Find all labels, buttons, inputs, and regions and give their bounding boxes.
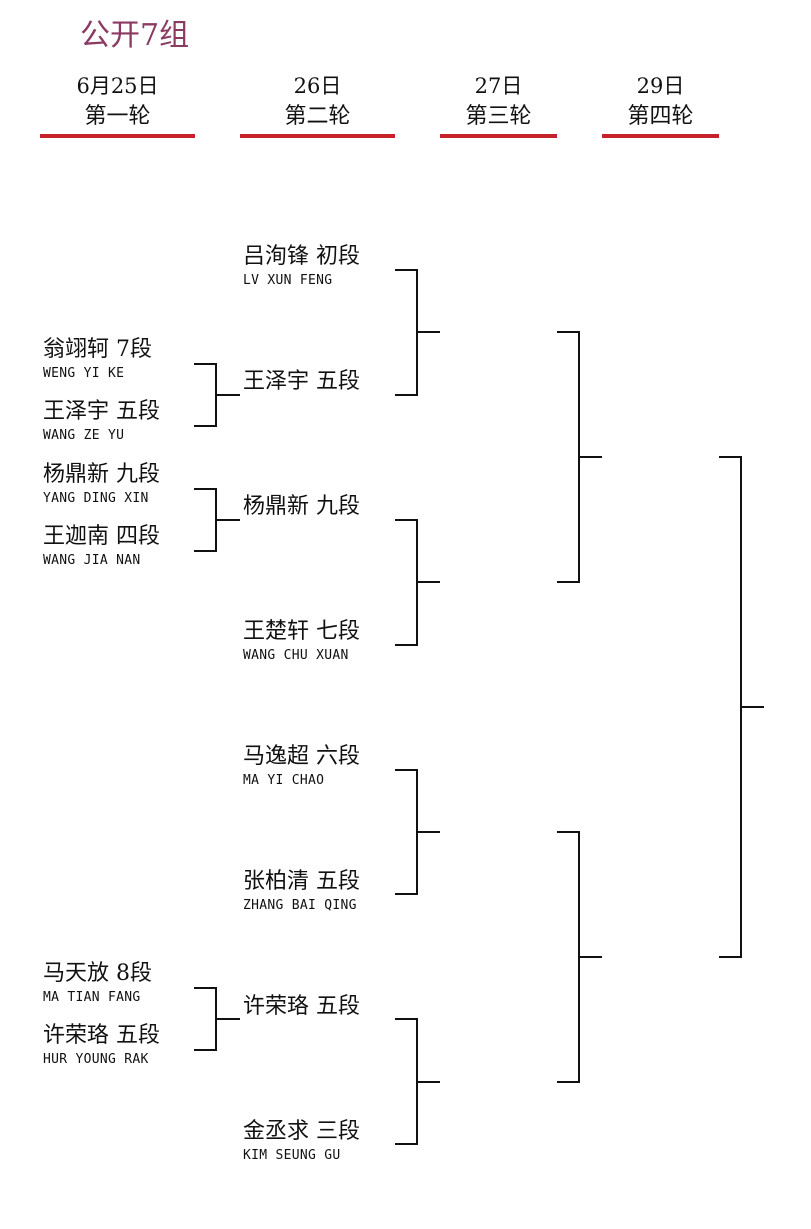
page-title: 公开7组 <box>80 18 190 53</box>
bracket-line <box>557 331 580 583</box>
round2-player: 王泽宇 五段 <box>243 367 360 397</box>
round-name: 第四轮 <box>627 104 694 129</box>
round1-player: 翁翊轲 7段 WENG YI KE <box>43 335 152 383</box>
round-name: 第二轮 <box>284 104 351 129</box>
player-name: 杨鼎新 九段 <box>243 494 360 519</box>
player-romanized-name: WANG CHU XUAN <box>243 648 349 663</box>
round2-player: 吕洵锋 初段 LV XUN FENG <box>243 242 360 290</box>
round2-player: 杨鼎新 九段 <box>243 492 360 522</box>
player-romanized-name: YANG DING XIN <box>43 491 149 506</box>
round-underline <box>602 134 719 138</box>
player-name: 马逸超 六段 <box>243 744 360 769</box>
bracket-line <box>395 769 418 895</box>
round-date: 27日 <box>474 74 523 98</box>
bracket-line <box>719 456 742 958</box>
player-name: 王楚轩 七段 <box>243 619 360 644</box>
round-header-2: 26日 第二轮 <box>240 72 395 138</box>
round2-player: 张柏清 五段 ZHANG BAI QING <box>243 867 360 915</box>
round1-player: 杨鼎新 九段 YANG DING XIN <box>43 460 160 508</box>
player-name: 张柏清 五段 <box>243 869 360 894</box>
player-name: 杨鼎新 九段 <box>43 462 160 487</box>
player-romanized-name: KIM SEUNG GU <box>243 1148 341 1163</box>
bracket-line <box>395 519 418 646</box>
player-romanized-name: MA TIAN FANG <box>43 990 141 1005</box>
player-romanized-name: MA YI CHAO <box>243 773 325 788</box>
round-date: 26日 <box>293 74 342 98</box>
round1-player: 许荣珞 五段 HUR YOUNG RAK <box>43 1021 160 1069</box>
player-romanized-name: WANG JIA NAN <box>43 553 141 568</box>
round2-player: 许荣珞 五段 <box>243 992 360 1022</box>
bracket-line <box>557 831 580 1083</box>
player-name: 金丞求 三段 <box>243 1119 360 1144</box>
player-name: 吕洵锋 初段 <box>243 244 360 269</box>
player-name: 王泽宇 五段 <box>243 369 360 394</box>
round1-player: 王泽宇 五段 WANG ZE YU <box>43 397 160 445</box>
round-header-1: 6月25日 第一轮 <box>40 72 195 138</box>
bracket-line <box>395 1018 418 1145</box>
round2-player: 金丞求 三段 KIM SEUNG GU <box>243 1117 360 1165</box>
round1-player: 马天放 8段 MA TIAN FANG <box>43 959 152 1007</box>
player-name: 马天放 8段 <box>43 961 152 986</box>
round-underline <box>40 134 195 138</box>
round-underline <box>240 134 395 138</box>
bracket-line <box>194 987 217 1051</box>
round-header-3: 27日 第三轮 <box>440 72 557 138</box>
round-name: 第一轮 <box>84 104 151 129</box>
bracket-line <box>194 363 217 427</box>
player-romanized-name: LV XUN FENG <box>243 273 333 288</box>
player-name: 翁翊轲 7段 <box>43 337 152 362</box>
round-date: 29日 <box>636 74 685 98</box>
bracket-line <box>395 269 418 396</box>
round-header-4: 29日 第四轮 <box>602 72 719 138</box>
player-name: 许荣珞 五段 <box>243 994 360 1019</box>
bracket-line <box>194 488 217 552</box>
round1-player: 王迦南 四段 WANG JIA NAN <box>43 522 160 570</box>
player-romanized-name: HUR YOUNG RAK <box>43 1052 149 1067</box>
player-name: 王泽宇 五段 <box>43 399 160 424</box>
player-name: 王迦南 四段 <box>43 524 160 549</box>
player-romanized-name: WANG ZE YU <box>43 428 125 443</box>
player-romanized-name: WENG YI KE <box>43 366 125 381</box>
round-name: 第三轮 <box>465 104 532 129</box>
round2-player: 王楚轩 七段 WANG CHU XUAN <box>243 617 360 665</box>
round2-player: 马逸超 六段 MA YI CHAO <box>243 742 360 790</box>
player-romanized-name: ZHANG BAI QING <box>243 898 357 913</box>
round-underline <box>440 134 557 138</box>
round-date: 6月25日 <box>76 74 159 98</box>
player-name: 许荣珞 五段 <box>43 1023 160 1048</box>
